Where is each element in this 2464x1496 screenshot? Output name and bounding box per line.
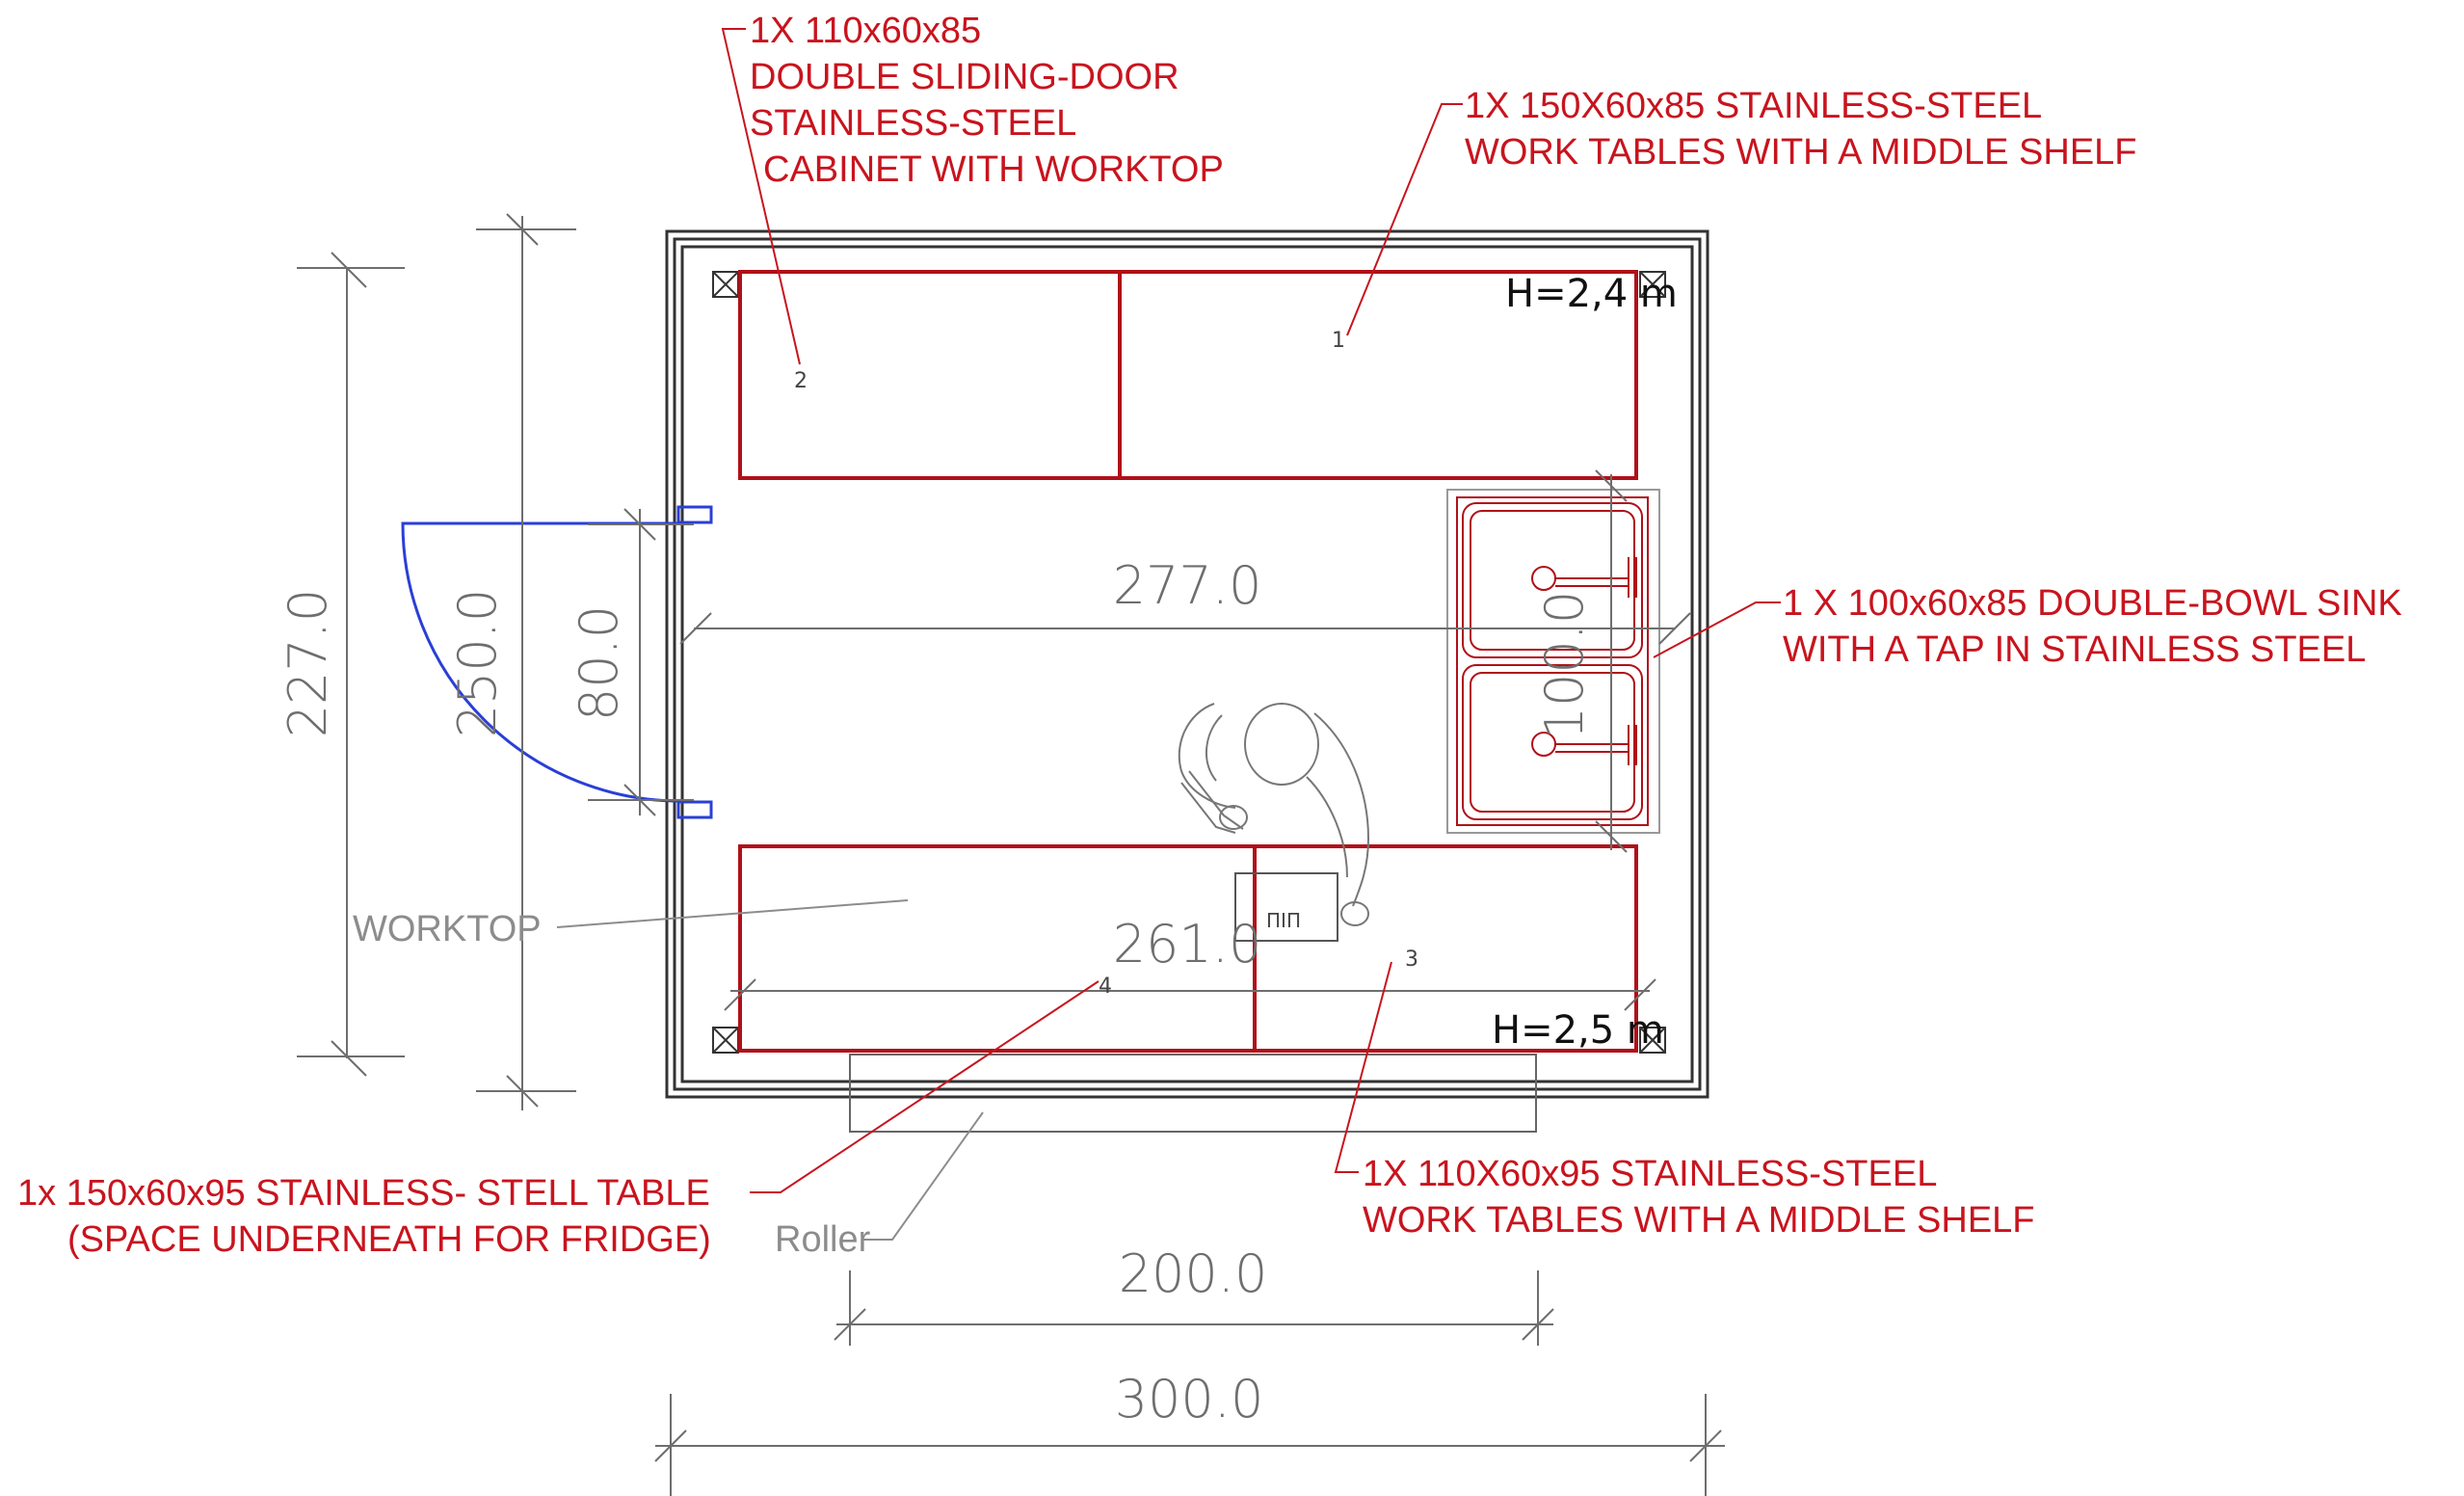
worktop-label: WORKTOP [353, 909, 542, 949]
work-table-item-1 [1118, 270, 1638, 480]
roller-step [849, 1054, 1537, 1133]
svg-text:CABINET WITH WORKTOP: CABINET WITH WORKTOP [763, 149, 1224, 190]
roller-label: Roller [775, 1219, 871, 1260]
person-figure [1178, 703, 1370, 926]
svg-text:1X 150X60x85 STAINLESS-STEEL: 1X 150X60x85 STAINLESS-STEEL [1465, 86, 2042, 126]
item-number-1: 1 [1332, 329, 1345, 353]
dimension-80: 80.0 [569, 605, 629, 721]
dimension-227: 227.0 [278, 589, 338, 738]
work-table-item-3 [1253, 844, 1638, 1053]
furniture [738, 270, 1638, 1053]
height-label-bottom: H=2,5 m [1492, 1008, 1664, 1053]
annotation-item-2: 1X 110x60x85 DOUBLE SLIDING-DOOR STAINLE… [750, 11, 1224, 190]
svg-text:1x 150x60x95 STAINLESS- STELL: 1x 150x60x95 STAINLESS- STELL TABLE [17, 1173, 710, 1214]
annotation-item-3: 1X 110X60x95 STAINLESS-STEEL WORK TABLES… [1363, 1154, 2035, 1241]
dimension-100: 100.0 [1534, 591, 1595, 740]
svg-text:1X 110x60x85: 1X 110x60x85 [750, 11, 981, 51]
annotation-item-4: 1x 150x60x95 STAINLESS- STELL TABLE (SPA… [17, 1173, 711, 1260]
appliance-box [1234, 872, 1338, 942]
annotation-item-1: 1X 150X60x85 STAINLESS-STEEL WORK TABLES… [1465, 86, 2137, 173]
item-number-4: 4 [1099, 975, 1112, 999]
item-number-3: 3 [1405, 948, 1418, 972]
tap-icon [1531, 566, 1556, 591]
svg-text:WORK TABLES WITH A MIDDLE SHEL: WORK TABLES WITH A MIDDLE SHELF [1465, 132, 2137, 173]
dimension-277: 277.0 [1113, 555, 1262, 616]
dimension-261: 261.0 [1113, 914, 1262, 975]
svg-text:WITH A TAP IN STAINLESS STEEL: WITH A TAP IN STAINLESS STEEL [1783, 629, 2366, 670]
item-number-2: 2 [794, 369, 808, 393]
dimension-250: 250.0 [447, 589, 508, 738]
svg-text:DOUBLE SLIDING-DOOR: DOUBLE SLIDING-DOOR [750, 57, 1179, 97]
dimension-300: 300.0 [1115, 1369, 1264, 1429]
door [401, 505, 713, 819]
svg-text:STAINLESS-STEEL: STAINLESS-STEEL [750, 103, 1076, 144]
svg-text:1X 110X60x95 STAINLESS-STEEL: 1X 110X60x95 STAINLESS-STEEL [1363, 1154, 1937, 1194]
double-bowl-sink [1446, 489, 1660, 834]
dimension-200: 200.0 [1119, 1243, 1268, 1304]
svg-text:1 X 100x60x85 DOUBLE-BOWL SINK: 1 X 100x60x85 DOUBLE-BOWL SINK [1783, 583, 2402, 624]
leader-lines [556, 28, 1781, 1241]
svg-text:(SPACE UNDERNEATH FOR FRIDGE): (SPACE UNDERNEATH FOR FRIDGE) [67, 1219, 711, 1260]
svg-text:WORK TABLES WITH A MIDDLE SHEL: WORK TABLES WITH A MIDDLE SHELF [1363, 1200, 2035, 1241]
dimension-lines [297, 213, 1725, 1496]
height-label-top: H=2,4 m [1505, 272, 1678, 316]
annotation-sink: 1 X 100x60x85 DOUBLE-BOWL SINK WITH A TA… [1783, 583, 2402, 670]
room-walls [665, 229, 1709, 1099]
appliance-mark: ΠΙΠ [1266, 909, 1301, 932]
